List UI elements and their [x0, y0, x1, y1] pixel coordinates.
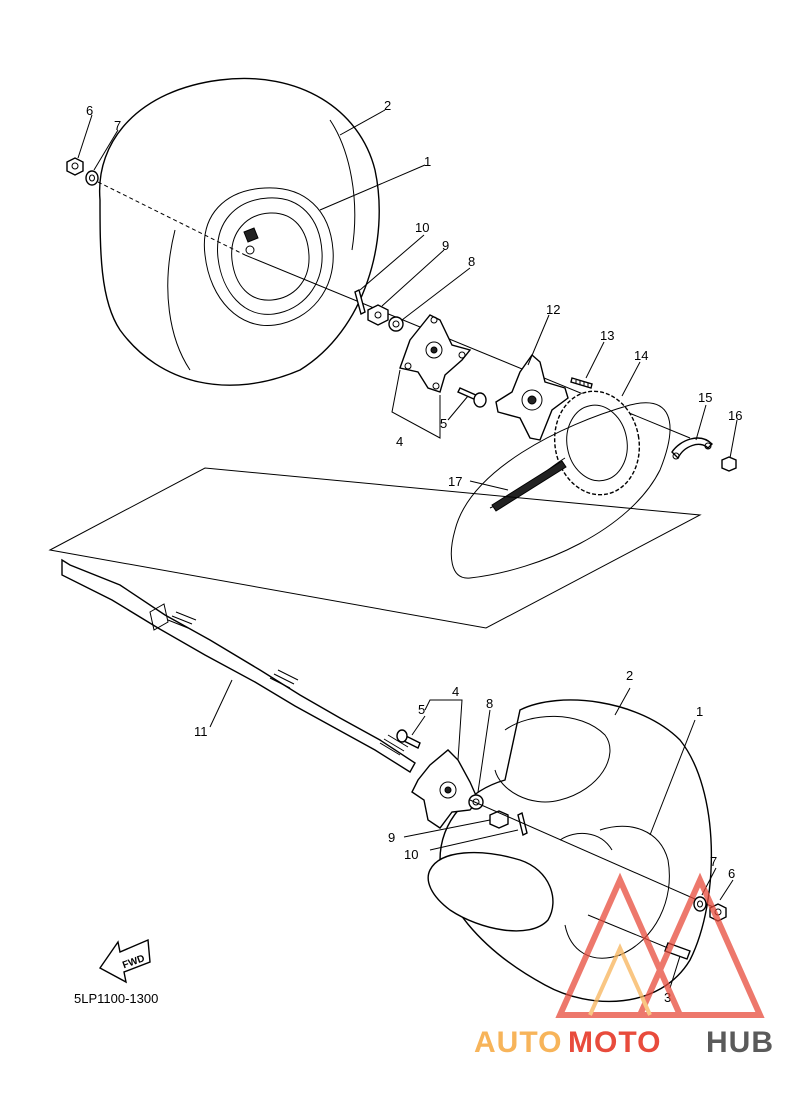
- callout-15: 15: [698, 390, 712, 405]
- callout-6: 6: [86, 103, 93, 118]
- rear-axle: [61, 558, 416, 773]
- watermark-auto: AUTO: [474, 1026, 562, 1059]
- upper-wheel-nut: [66, 157, 84, 176]
- axle-frame: [48, 467, 702, 629]
- callout-4-lower: 4: [452, 684, 459, 699]
- callout-16: 16: [728, 408, 742, 423]
- wheel-hub-upper: [399, 314, 472, 393]
- chain-guide: [671, 437, 713, 460]
- callout-10-lower: 10: [404, 847, 418, 862]
- washer-lower-8: [468, 794, 484, 810]
- watermark-hub: HUB: [706, 1026, 774, 1059]
- callout-12: 12: [546, 302, 560, 317]
- upper-axis-line: [97, 181, 246, 256]
- watermark-text: AUTO MOTO HUB: [474, 1026, 774, 1059]
- hub-bolt-lower: [396, 729, 421, 749]
- callout-13: 13: [600, 328, 614, 343]
- rear-sprocket: [553, 390, 641, 496]
- callout-2-lower: 2: [626, 668, 633, 683]
- castle-nut-upper: [367, 304, 389, 326]
- callout-9: 9: [442, 238, 449, 253]
- fwd-arrow-icon: FWD: [98, 938, 151, 984]
- callout-5: 5: [440, 416, 447, 431]
- diagram-code: 5LP1100-1300: [74, 991, 158, 1006]
- callout-7-lower: 7: [710, 854, 717, 869]
- callout-8-lower: 8: [486, 696, 493, 711]
- callout-9-lower: 9: [388, 830, 395, 845]
- sprocket-bolts: [570, 377, 593, 389]
- upper-tire: [98, 77, 380, 386]
- cotter-pin-lower: [517, 811, 528, 837]
- cotter-pin-upper: [354, 288, 366, 316]
- callout-5-lower: 5: [418, 702, 425, 717]
- callout-7: 7: [114, 118, 121, 133]
- watermark-logo: [555, 872, 765, 1018]
- chain-guide-nut: [721, 456, 737, 472]
- hub-bolt-upper: [457, 387, 487, 408]
- drive-chain: [450, 402, 671, 579]
- callout-1: 1: [424, 154, 431, 169]
- castle-nut-lower: [489, 810, 509, 829]
- callout-2: 2: [384, 98, 391, 113]
- callout-14: 14: [634, 348, 648, 363]
- upper-rim-hub: [243, 227, 259, 255]
- callout-3-lower: 3: [664, 990, 671, 1005]
- watermark-moto: MOTO: [568, 1026, 661, 1059]
- sprocket-hub: [495, 353, 569, 441]
- upper-washer: [85, 170, 99, 186]
- lower-axis-line: [469, 799, 721, 911]
- callout-17: 17: [448, 474, 462, 489]
- callout-10: 10: [415, 220, 429, 235]
- callout-6-lower: 6: [728, 866, 735, 881]
- callouts-upper: 1 2 6 7 10 9 8 12 13 14 15 16 17 4 5: [86, 98, 742, 489]
- lower-washer: [693, 896, 707, 912]
- callout-1-lower: 1: [696, 704, 703, 719]
- callout-11: 11: [194, 724, 208, 739]
- washer-upper-8: [388, 316, 404, 332]
- callout-8: 8: [468, 254, 475, 269]
- callouts-lower: 2 1 4 5 8 9 10 7 6 3 11: [194, 668, 735, 1005]
- callout-4: 4: [396, 434, 403, 449]
